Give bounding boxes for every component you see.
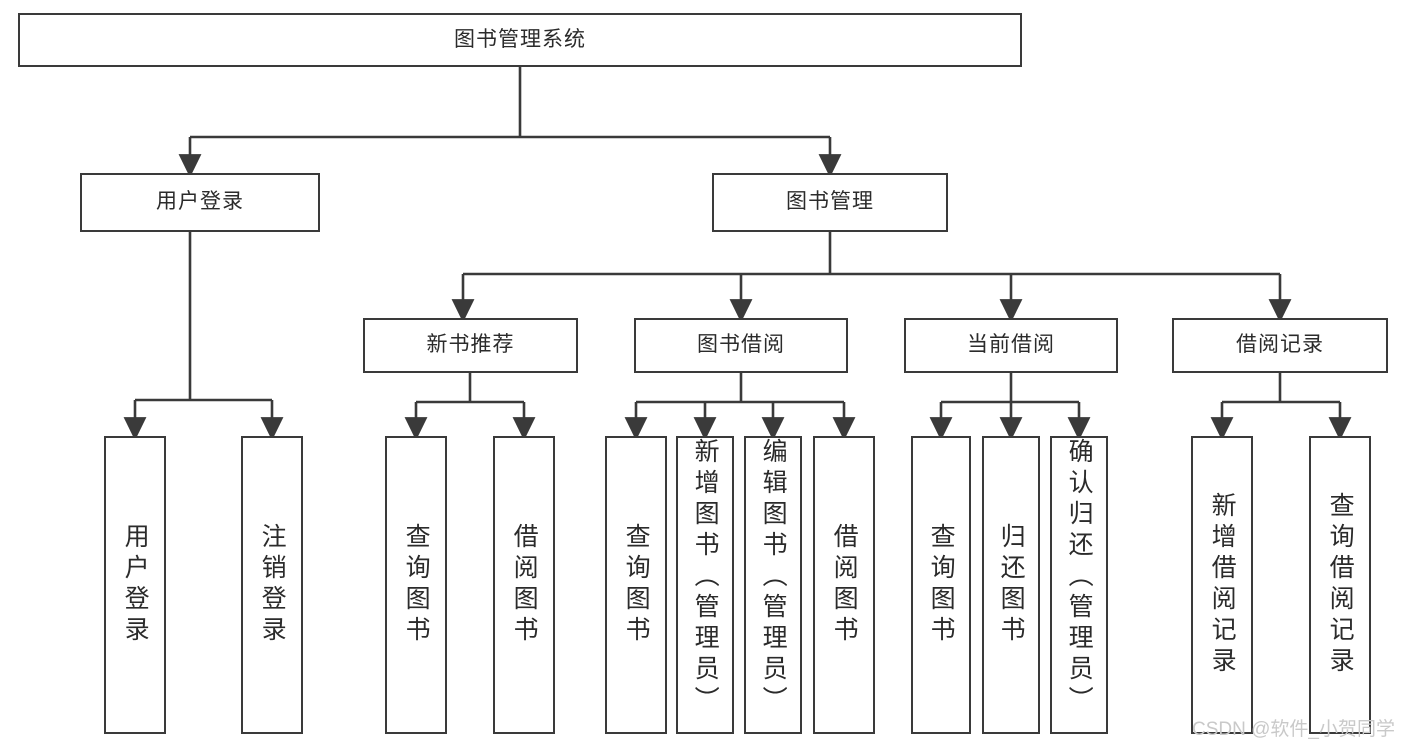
leaf-label: 编辑图书（管理员） <box>759 438 788 717</box>
leaf-label: 确认归还（管理员） <box>1065 438 1094 717</box>
node-current-borrow[interactable]: 当前借阅 <box>904 318 1118 373</box>
leaf-borrow-book-new[interactable]: 借阅图书 <box>493 436 555 734</box>
leaf-query-borrow-record[interactable]: 查询借阅记录 <box>1309 436 1371 734</box>
node-book-management[interactable]: 图书管理 <box>712 173 948 232</box>
leaf-label: 归还图书 <box>997 523 1026 647</box>
leaf-query-book-new[interactable]: 查询图书 <box>385 436 447 734</box>
node-new-book-recommend[interactable]: 新书推荐 <box>363 318 578 373</box>
leaf-label: 新增借阅记录 <box>1208 492 1237 678</box>
leaf-label: 借阅图书 <box>510 523 539 647</box>
leaf-label: 借阅图书 <box>830 523 859 647</box>
leaf-query-book-borrow[interactable]: 查询图书 <box>605 436 667 734</box>
leaf-user-login-action[interactable]: 用户登录 <box>104 436 166 734</box>
leaf-borrow-book[interactable]: 借阅图书 <box>813 436 875 734</box>
node-borrow-records[interactable]: 借阅记录 <box>1172 318 1388 373</box>
node-book-borrow[interactable]: 图书借阅 <box>634 318 848 373</box>
leaf-return-book[interactable]: 归还图书 <box>982 436 1040 734</box>
node-root-system[interactable]: 图书管理系统 <box>18 13 1022 67</box>
node-label: 借阅记录 <box>1236 333 1324 357</box>
leaf-label: 查询图书 <box>927 523 956 647</box>
node-label: 用户登录 <box>156 190 244 214</box>
leaf-label: 新增图书（管理员） <box>691 438 720 717</box>
node-label: 当前借阅 <box>967 333 1055 357</box>
leaf-add-book-admin[interactable]: 新增图书（管理员） <box>676 436 734 734</box>
node-user-login[interactable]: 用户登录 <box>80 173 320 232</box>
leaf-user-logout[interactable]: 注销登录 <box>241 436 303 734</box>
leaf-confirm-return-admin[interactable]: 确认归还（管理员） <box>1050 436 1108 734</box>
leaf-add-borrow-record[interactable]: 新增借阅记录 <box>1191 436 1253 734</box>
leaf-label: 查询借阅记录 <box>1326 492 1355 678</box>
leaf-query-book-current[interactable]: 查询图书 <box>911 436 971 734</box>
node-label: 新书推荐 <box>426 333 515 357</box>
leaf-label: 用户登录 <box>121 523 150 647</box>
node-label: 图书管理 <box>786 190 874 214</box>
leaf-edit-book-admin[interactable]: 编辑图书（管理员） <box>744 436 802 734</box>
node-label: 图书借阅 <box>697 333 785 357</box>
leaf-label: 查询图书 <box>402 523 431 647</box>
leaf-label: 注销登录 <box>258 523 287 647</box>
leaf-label: 查询图书 <box>622 523 651 647</box>
node-label: 图书管理系统 <box>454 27 586 51</box>
